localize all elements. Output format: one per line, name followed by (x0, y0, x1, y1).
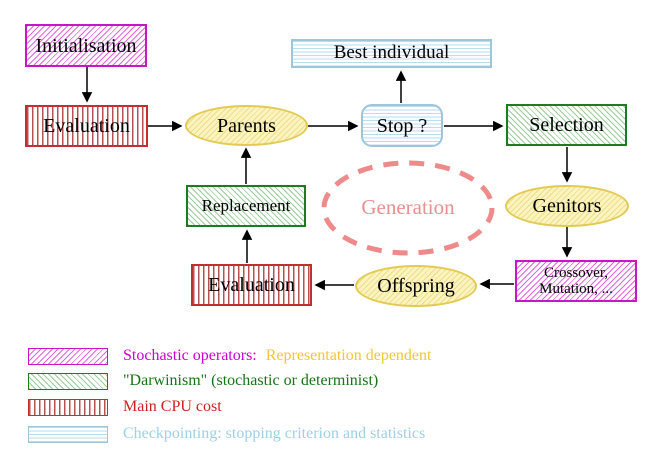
legend-swatch-magenta-diagonal-hatch (28, 347, 108, 365)
node-selection: Selection (506, 104, 627, 146)
legend-swatch-cyan-horizontal-stripes (28, 425, 108, 443)
node-initialisation-label: Initialisation (35, 34, 137, 57)
node-parents-label: Parents (217, 114, 276, 137)
legend-label-darwinism: "Darwinism" (stochastic or determinist) (123, 372, 379, 389)
node-evaluation-bottom: Evaluation (191, 264, 312, 306)
node-selection-label: Selection (529, 114, 604, 136)
node-genitors: Genitors (505, 185, 629, 227)
node-offspring: Offspring (355, 265, 477, 307)
node-evaluation-bottom-label: Evaluation (208, 274, 295, 296)
node-genitors-label: Genitors (532, 195, 602, 217)
legend-label-main-cpu-cost: Main CPU cost (123, 398, 222, 415)
legend-row-darwinism: "Darwinism" (stochastic or determinist) (28, 371, 378, 391)
node-parents: Parents (185, 105, 308, 146)
node-stop: Stop ? (361, 104, 443, 147)
node-initialisation: Initialisation (25, 24, 147, 67)
legend-row-stochastic-operators: Stochastic operators: Representation dep… (28, 346, 431, 366)
legend-swatch-green-diagonal-hatch (28, 372, 108, 390)
node-crossover-mutation: Crossover, Mutation, ... (515, 260, 637, 302)
legend-swatch-red-vertical-stripes (28, 398, 108, 416)
node-best-individual-label: Best individual (333, 42, 450, 64)
node-best-individual: Best individual (291, 39, 492, 68)
legend-label-checkpointing: Checkpointing: stopping criterion and st… (123, 425, 426, 442)
node-crossover-line2: Mutation, ... (539, 281, 613, 297)
node-evaluation-top-label: Evaluation (43, 115, 130, 137)
node-generation: Generation (323, 163, 493, 253)
legend-label-stochastic-operators: Stochastic operators: (123, 347, 257, 364)
node-replacement-label: Replacement (201, 195, 291, 215)
node-offspring-label: Offspring (377, 275, 455, 297)
node-evaluation-top: Evaluation (25, 105, 148, 147)
node-replacement: Replacement (186, 185, 306, 227)
legend-row-checkpointing: Checkpointing: stopping criterion and st… (28, 424, 425, 444)
legend-row-main-cpu-cost: Main CPU cost (28, 397, 222, 417)
node-generation-label: Generation (361, 195, 455, 220)
node-stop-label: Stop ? (376, 114, 428, 137)
node-crossover-line1: Crossover, (544, 264, 608, 281)
legend-label-representation-dependent: Representation dependent (265, 347, 432, 364)
